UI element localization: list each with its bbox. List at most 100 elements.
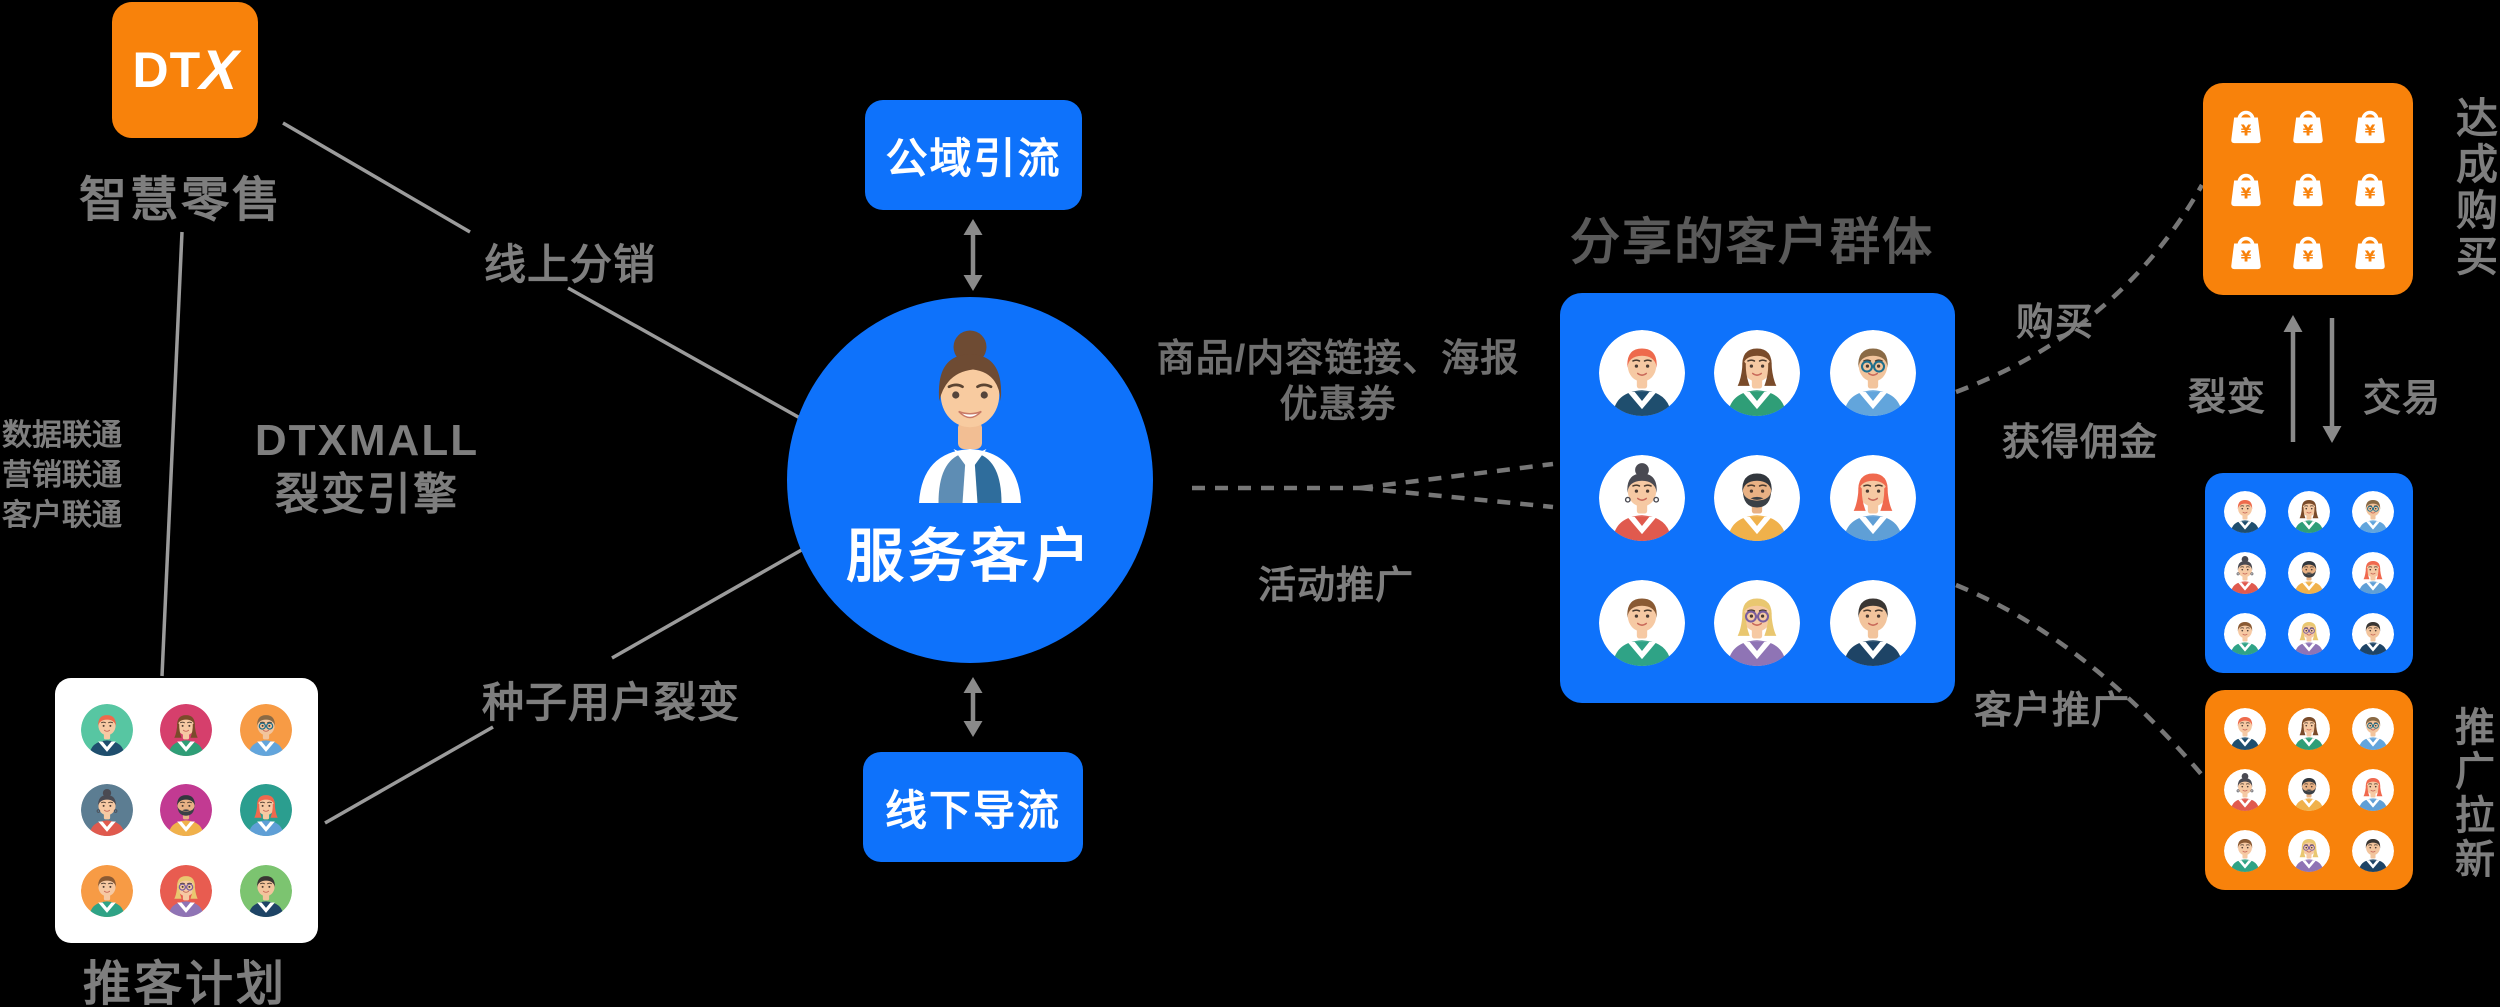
person-avatar-icon (1830, 579, 1917, 666)
offline-traffic-label: 线下导流 (884, 786, 1061, 834)
person-avatar-icon (160, 864, 213, 917)
tuike-label: 推客计划 (82, 958, 288, 1007)
svg-text:¥: ¥ (2303, 247, 2314, 265)
share-content-line1: 商品/内容链接、海报 (1156, 338, 1520, 380)
fission-orange-box (2205, 690, 2413, 890)
person-avatar-icon (2288, 830, 2330, 873)
person-avatar-icon (2288, 707, 2330, 750)
person-avatar-icon (2352, 551, 2394, 594)
fission-blue-box (2205, 473, 2413, 673)
shopping-bag-icon: ¥ (2293, 173, 2323, 207)
person-avatar-icon (1830, 454, 1917, 541)
dash-buy-curve (1955, 183, 2204, 395)
purchase-box: ¥ ¥ ¥ ¥ ¥ ¥ ¥ ¥ ¥ (2203, 83, 2413, 295)
bag-grid: ¥ ¥ ¥ ¥ ¥ ¥ ¥ ¥ ¥ (2203, 83, 2413, 295)
person-avatar-icon (2352, 613, 2394, 656)
shopping-bag-icon: ¥ (2293, 111, 2323, 144)
activity-promo-label: 活动推广 (1257, 565, 1415, 607)
connectivity-features: 数据联通 营销联通 客户联通 (2, 416, 122, 536)
person-avatar-icon (1598, 454, 1685, 541)
feature-data: 数据联通 (2, 419, 122, 452)
svg-text:¥: ¥ (2303, 122, 2314, 140)
fission-orange-avatar-grid (2205, 690, 2413, 890)
person-avatar-icon (2352, 830, 2394, 873)
person-avatar-icon (1830, 330, 1917, 417)
person-avatar-icon (2288, 490, 2330, 533)
person-avatar-icon (1598, 579, 1685, 666)
shared-group-box (1560, 293, 1955, 703)
person-avatar-icon (2288, 551, 2330, 594)
engine-title: DTXMALL 裂变引擎 (255, 414, 479, 522)
person-avatar-icon (1714, 579, 1801, 666)
service-customer-label: 服务客户 (845, 524, 1094, 589)
person-avatar-icon (160, 784, 213, 837)
person-avatar-icon (2224, 830, 2266, 873)
shopping-bag-icon: ¥ (2231, 111, 2261, 144)
shopping-bag-icon: ¥ (2355, 236, 2385, 269)
shopping-bag-icon: ¥ (2231, 173, 2261, 207)
person-avatar-icon (2352, 707, 2394, 750)
svg-text:¥: ¥ (2241, 122, 2252, 140)
person-avatar-icon (2352, 768, 2394, 811)
person-avatar-icon (2224, 768, 2266, 811)
person-avatar-icon (2224, 707, 2266, 750)
line-seed-fission-b (611, 546, 806, 660)
engine-subtitle: 裂变引擎 (275, 470, 459, 519)
share-content-line2: 优惠券 (1279, 384, 1397, 426)
person-avatar-icon (2224, 551, 2266, 594)
feature-customer: 客户联通 (2, 499, 122, 532)
shopping-bag-icon: ¥ (2355, 173, 2385, 207)
shared-group-title: 分享的客户群体 (1570, 214, 1934, 270)
svg-text:¥: ¥ (2241, 247, 2252, 265)
person-avatar-icon (2352, 490, 2394, 533)
person-avatar-icon (1714, 330, 1801, 417)
shopping-bag-icon: ¥ (2355, 111, 2385, 144)
promo-label: 推广拉新 (2455, 706, 2495, 882)
person-avatar-icon (1714, 454, 1801, 541)
person-avatar-icon (80, 864, 133, 917)
tuike-avatar-grid (55, 678, 318, 943)
feature-marketing: 营销联通 (2, 459, 122, 492)
line-online-distribution-a (282, 121, 471, 234)
line-retail-to-tuike (160, 231, 184, 677)
trade-label: 交易 (2362, 378, 2442, 420)
service-customer-circle: 服务客户 (787, 297, 1153, 663)
offline-traffic-box: 线下导流 (863, 752, 1083, 862)
share-content-label: 商品/内容链接、海报 优惠券 (1157, 336, 1520, 428)
purchase-label: 达成购买 (2455, 95, 2498, 280)
customer-promo-label: 客户推广 (1973, 690, 2131, 732)
shopping-bag-icon: ¥ (2293, 236, 2323, 269)
svg-text:¥: ¥ (2365, 184, 2376, 202)
public-traffic-box: 公域引流 (865, 100, 1082, 210)
person-avatar-icon (2224, 490, 2266, 533)
online-distribution-label: 线上分销 (483, 241, 657, 288)
svg-text:¥: ¥ (2303, 184, 2314, 202)
person-avatar-icon (240, 784, 293, 837)
seed-fission-label: 种子用户裂变 (481, 679, 741, 726)
smart-retail-label: 智慧零售 (78, 174, 284, 227)
person-avatar-icon (2288, 613, 2330, 656)
public-traffic-label: 公域引流 (885, 134, 1062, 182)
shopping-bag-icon: ¥ (2231, 236, 2261, 269)
svg-text:¥: ¥ (2365, 122, 2376, 140)
person-avatar-icon (80, 784, 133, 837)
dash-share-down (1359, 485, 1554, 510)
dash-share-up (1359, 461, 1554, 491)
customer-service-avatar-icon (919, 330, 1021, 503)
svg-text:¥: ¥ (2365, 247, 2376, 265)
person-avatar-icon (2224, 613, 2266, 656)
line-online-distribution-b (567, 286, 801, 420)
person-avatar-icon (160, 704, 213, 757)
buy-label: 购买 (2015, 302, 2095, 344)
tuike-box (55, 678, 318, 943)
person-avatar-icon (80, 704, 133, 757)
line-seed-fission-a (324, 725, 494, 825)
engine-name: DTXMALL (254, 416, 480, 465)
fission-label: 裂变 (2187, 377, 2267, 419)
shared-avatar-grid (1560, 293, 1955, 703)
svg-text:¥: ¥ (2241, 184, 2252, 202)
fission-blue-avatar-grid (2205, 473, 2413, 673)
